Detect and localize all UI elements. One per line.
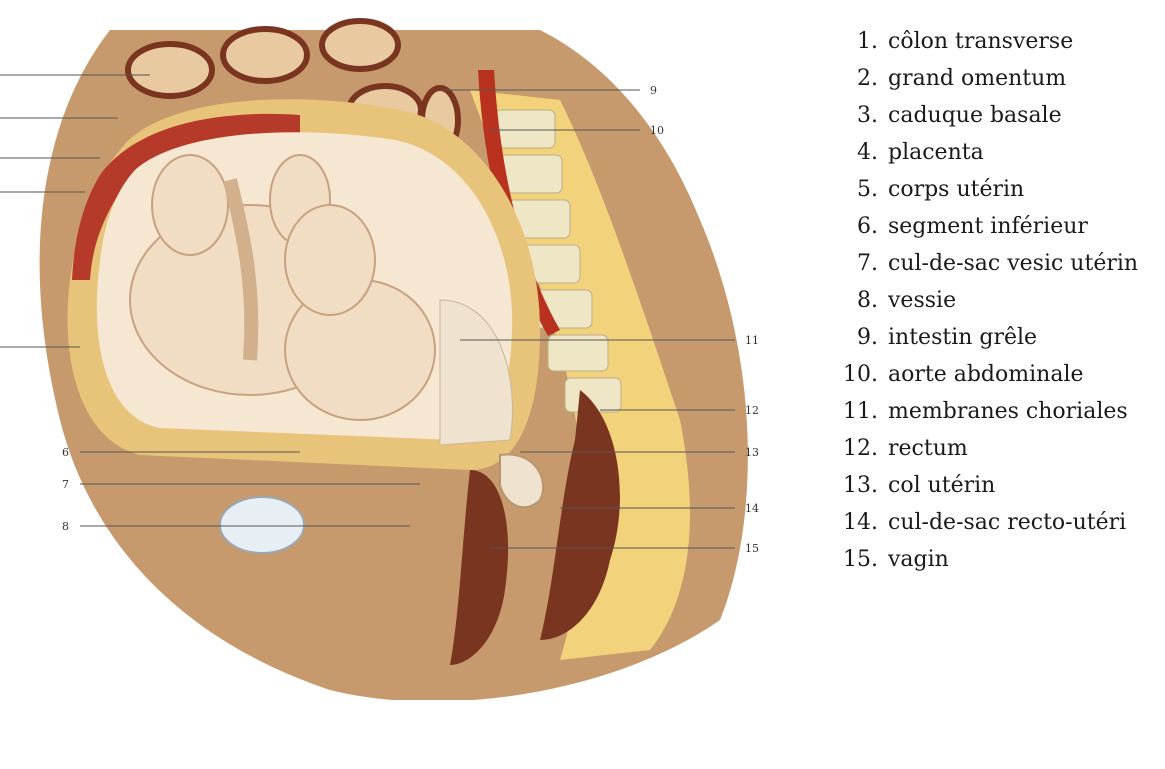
legend-number: 3.	[820, 102, 888, 130]
callout-14: 14	[745, 502, 759, 515]
legend-number: 9.	[820, 324, 888, 352]
callout-10: 10	[650, 124, 664, 137]
legend-item: 8.vessie	[820, 287, 1165, 315]
callout-9: 9	[650, 84, 657, 97]
legend-number: 8.	[820, 287, 888, 315]
legend-label: placenta	[888, 139, 984, 167]
legend-label: intestin grêle	[888, 324, 1037, 352]
legend-label: caduque basale	[888, 102, 1062, 130]
legend-item: 11.membranes choriales	[820, 398, 1165, 426]
legend-number: 6.	[820, 213, 888, 241]
legend-label: grand omentum	[888, 65, 1066, 93]
legend-item: 3.caduque basale	[820, 102, 1165, 130]
bladder	[220, 497, 304, 553]
legend-label: cul-de-sac recto-utéri	[888, 509, 1126, 537]
legend-item: 10.aorte abdominale	[820, 361, 1165, 389]
callout-11: 11	[745, 334, 759, 347]
legend-label: rectum	[888, 435, 968, 463]
legend-number: 11.	[820, 398, 888, 426]
legend-label: membranes choriales	[888, 398, 1128, 426]
legend-item: 7.cul-de-sac vesic utérin	[820, 250, 1165, 278]
callout-6: 6	[62, 446, 69, 459]
legend-number: 13.	[820, 472, 888, 500]
callout-8: 8	[62, 520, 69, 533]
legend-item: 9.intestin grêle	[820, 324, 1165, 352]
legend-number: 14.	[820, 509, 888, 537]
legend-list: 1.côlon transverse 2.grand omentum 3.cad…	[820, 28, 1165, 583]
legend-label: col utérin	[888, 472, 995, 500]
legend-number: 15.	[820, 546, 888, 574]
legend-item: 15.vagin	[820, 546, 1165, 574]
anatomy-illustration: 6 7 8 9 10 11 12 13 14 15	[0, 0, 800, 700]
legend-label: vessie	[888, 287, 956, 315]
legend-number: 1.	[820, 28, 888, 56]
legend-item: 12.rectum	[820, 435, 1165, 463]
callout-12: 12	[745, 404, 759, 417]
legend-item: 5.corps utérin	[820, 176, 1165, 204]
legend-item: 6.segment inférieur	[820, 213, 1165, 241]
legend-label: aorte abdominale	[888, 361, 1084, 389]
legend-label: corps utérin	[888, 176, 1024, 204]
callout-13: 13	[745, 446, 759, 459]
legend-item: 1.côlon transverse	[820, 28, 1165, 56]
sagittal-section-svg: 6 7 8 9 10 11 12 13 14 15	[0, 0, 800, 700]
legend-item: 13.col utérin	[820, 472, 1165, 500]
legend-number: 4.	[820, 139, 888, 167]
legend-number: 7.	[820, 250, 888, 278]
legend-label: segment inférieur	[888, 213, 1088, 241]
legend-item: 2.grand omentum	[820, 65, 1165, 93]
legend-number: 2.	[820, 65, 888, 93]
callout-7: 7	[62, 478, 69, 491]
legend-item: 4.placenta	[820, 139, 1165, 167]
legend-label: côlon transverse	[888, 28, 1073, 56]
legend-number: 5.	[820, 176, 888, 204]
legend-number: 12.	[820, 435, 888, 463]
legend-item: 14.cul-de-sac recto-utéri	[820, 509, 1165, 537]
legend-number: 10.	[820, 361, 888, 389]
legend-label: cul-de-sac vesic utérin	[888, 250, 1158, 278]
legend-label: vagin	[888, 546, 949, 574]
callout-15: 15	[745, 542, 759, 555]
